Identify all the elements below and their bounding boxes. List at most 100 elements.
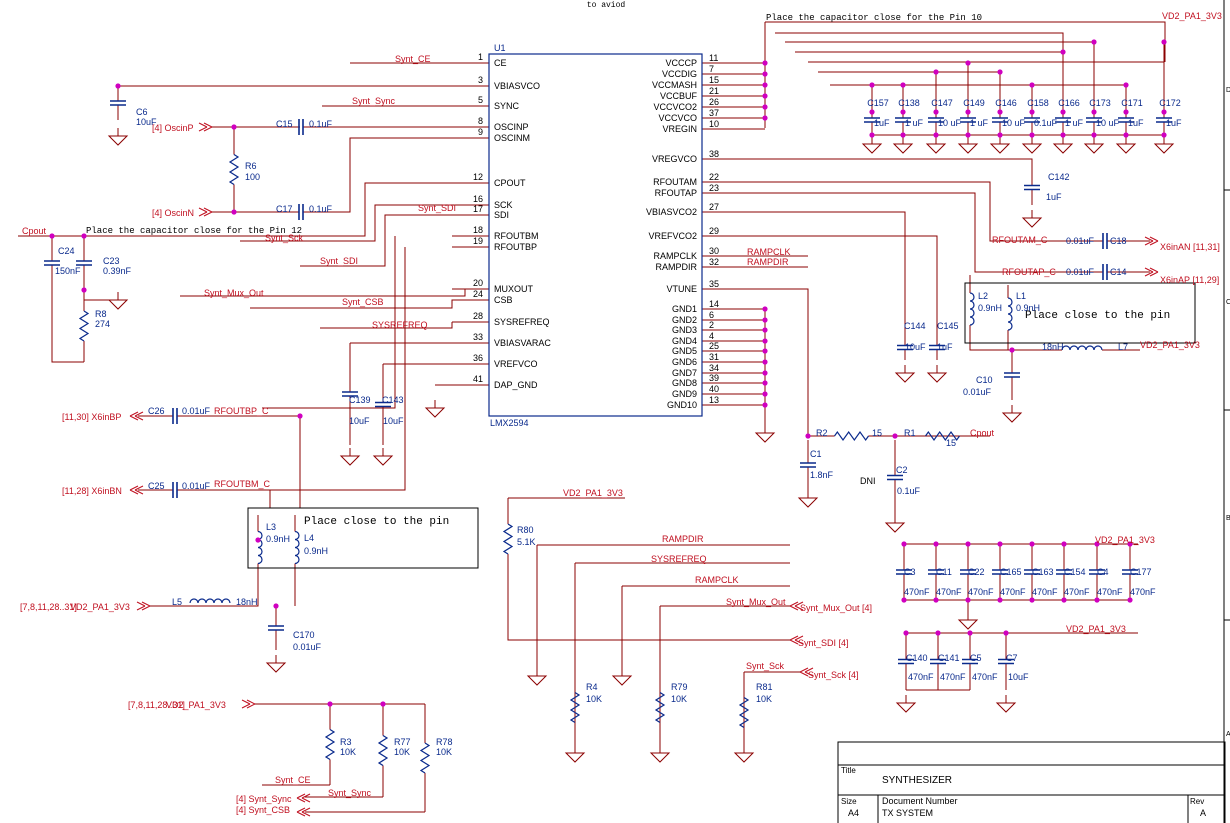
capacitor [44, 260, 60, 266]
label: RAMPCLK [747, 247, 791, 257]
pin-name: VREFVCO [494, 359, 538, 369]
label: 274 [95, 319, 110, 329]
pin-name: DAP_GND [494, 380, 538, 390]
junction-dot [1009, 347, 1015, 353]
inductor [294, 530, 300, 565]
label: 1.8nF [810, 470, 834, 480]
junction-dot [762, 306, 768, 312]
junction-dot [1094, 541, 1100, 547]
label: 15 [872, 428, 882, 438]
cap-value: 470nF [940, 672, 966, 682]
junction-dot [900, 109, 906, 115]
cap-value: 10 uF [1002, 118, 1026, 128]
pin-name: VREGIN [662, 124, 697, 134]
junction-dot [997, 109, 1003, 115]
wire [765, 235, 938, 335]
pin-name: SDI [494, 210, 509, 220]
pin-number: 38 [709, 149, 719, 159]
resistor [654, 691, 666, 724]
capacitor [1055, 117, 1071, 123]
note-pin10: Place the capacitor close for the Pin 10 [766, 13, 982, 23]
pin-number: 24 [473, 289, 483, 299]
label: 0.1uF [309, 204, 333, 214]
pin-name: GND3 [672, 325, 697, 335]
junction-dot [933, 541, 939, 547]
junction-dot [1061, 541, 1067, 547]
junction-dot [805, 433, 811, 439]
cap-value: 1 uF [970, 118, 989, 128]
label: Synt_Sck [746, 661, 785, 671]
junction-dot [1161, 109, 1167, 115]
capacitor [1118, 117, 1134, 123]
label: Rev [1190, 797, 1204, 806]
label: X6inAN [11,31] [1160, 242, 1220, 252]
junction-dot [1029, 541, 1035, 547]
junction-dot [115, 83, 121, 89]
cap-ref: C3 [904, 567, 916, 577]
wire [51, 290, 84, 363]
label: C1 [810, 449, 822, 459]
pin-number: 2 [709, 320, 714, 330]
junction-dot [1127, 541, 1133, 547]
junction-dot [1091, 109, 1097, 115]
label: 10K [756, 694, 772, 704]
junction-dot [869, 82, 875, 88]
junction-dot [965, 60, 971, 66]
resistor [419, 742, 431, 774]
cap-value: 10 uF [1096, 118, 1120, 128]
label: Title [841, 766, 856, 775]
ground-symbol [926, 365, 948, 383]
cap-value: 470nF [936, 587, 962, 597]
capacitor [992, 569, 1008, 575]
resistor [738, 696, 750, 729]
ground-symbol [925, 136, 947, 154]
pin-name: GND7 [672, 368, 697, 378]
label: 0.01uF [1066, 236, 1095, 246]
wire [262, 236, 396, 409]
sheet-title: SYNTHESIZER [882, 775, 952, 786]
pin-number: 40 [709, 384, 719, 394]
ground-symbol [894, 365, 916, 383]
ground-symbol [754, 425, 776, 443]
pin-number: 1 [478, 52, 483, 62]
resistor [569, 691, 581, 724]
note-pin12: Place the capacitor close for the Pin 12 [86, 226, 302, 236]
label: L5 [172, 597, 182, 607]
junction-dot [380, 701, 386, 707]
capacitor [1056, 569, 1072, 575]
label: C144 [904, 321, 926, 331]
label: 15 [946, 438, 956, 448]
label: VD2_PA1_3V3 [563, 488, 623, 498]
label: C14 [1110, 267, 1127, 277]
cap-value: 470nF [972, 672, 998, 682]
junction-dot [255, 537, 261, 543]
label: R6 [245, 161, 257, 171]
ground-symbol [107, 292, 129, 310]
label: C25 [148, 481, 165, 491]
junction-dot [869, 109, 875, 115]
ground-symbol [424, 400, 446, 418]
ground-symbol [1001, 405, 1023, 423]
capacitor [864, 117, 880, 123]
cap-value: 470nF [968, 587, 994, 597]
pin-name: VCCBUF [660, 91, 698, 101]
border-mark: D [1226, 87, 1230, 94]
pin-number: 30 [709, 246, 719, 256]
port-arrow [198, 122, 213, 132]
capacitor [1024, 569, 1040, 575]
label: A [1200, 808, 1206, 818]
junction-dot [869, 132, 875, 138]
ground-symbol [957, 612, 979, 630]
junction-dot [1060, 109, 1066, 115]
label: 10K [340, 747, 356, 757]
pin-name: SCK [494, 200, 513, 210]
ground-symbol [861, 136, 883, 154]
junction-dot [965, 541, 971, 547]
label: R81 [756, 682, 773, 692]
pin-name: OSCINM [494, 133, 530, 143]
junctions [49, 39, 1167, 707]
cap-ref: C173 [1089, 98, 1111, 108]
cap-value: 470nF [1097, 587, 1123, 597]
junction-dot [762, 370, 768, 376]
